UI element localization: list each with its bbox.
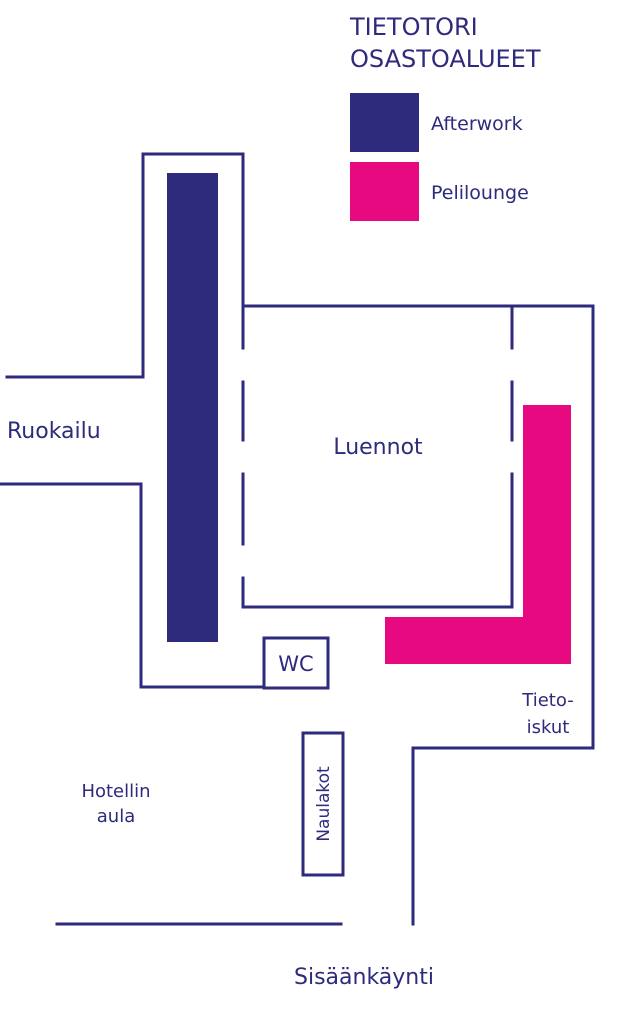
room-label-wc: WC	[278, 652, 313, 676]
walls	[0, 152, 595, 926]
wc-room	[262, 636, 330, 690]
legend-title-line2: OSASTOALUEET	[350, 45, 541, 73]
legend-label-afterwork: Afterwork	[431, 113, 523, 135]
room-label-tietoiskut-line2: iskut	[527, 717, 570, 738]
pelilounge-area	[385, 405, 571, 664]
room-label-hotellin-aula-line2: aula	[97, 806, 135, 827]
legend-title-line1: TIETOTORI	[349, 13, 478, 41]
legend-label-pelilounge: Pelilounge	[431, 182, 529, 204]
room-label-naulakot: Naulakot	[314, 766, 334, 842]
room-label-tietoiskut-line1: Tieto-	[521, 690, 573, 711]
room-label-ruokailu: Ruokailu	[7, 419, 101, 444]
afterwork-area	[167, 173, 218, 642]
room-label-luennot: Luennot	[333, 435, 423, 460]
room-label-hotellin-aula-line1: Hotellin	[81, 781, 150, 802]
legend-swatch-pelilounge	[350, 162, 419, 221]
legend-swatch-afterwork	[350, 93, 419, 152]
lecture-room-walls	[241, 304, 514, 609]
entrance-label: Sisäänkäynti	[294, 965, 434, 990]
coat-rack-area	[301, 731, 345, 877]
left-lower-wall	[0, 482, 265, 689]
left-corridor-wall	[5, 152, 595, 926]
legend: TIETOTORI OSASTOALUEET Afterwork Pelilou…	[349, 13, 541, 221]
